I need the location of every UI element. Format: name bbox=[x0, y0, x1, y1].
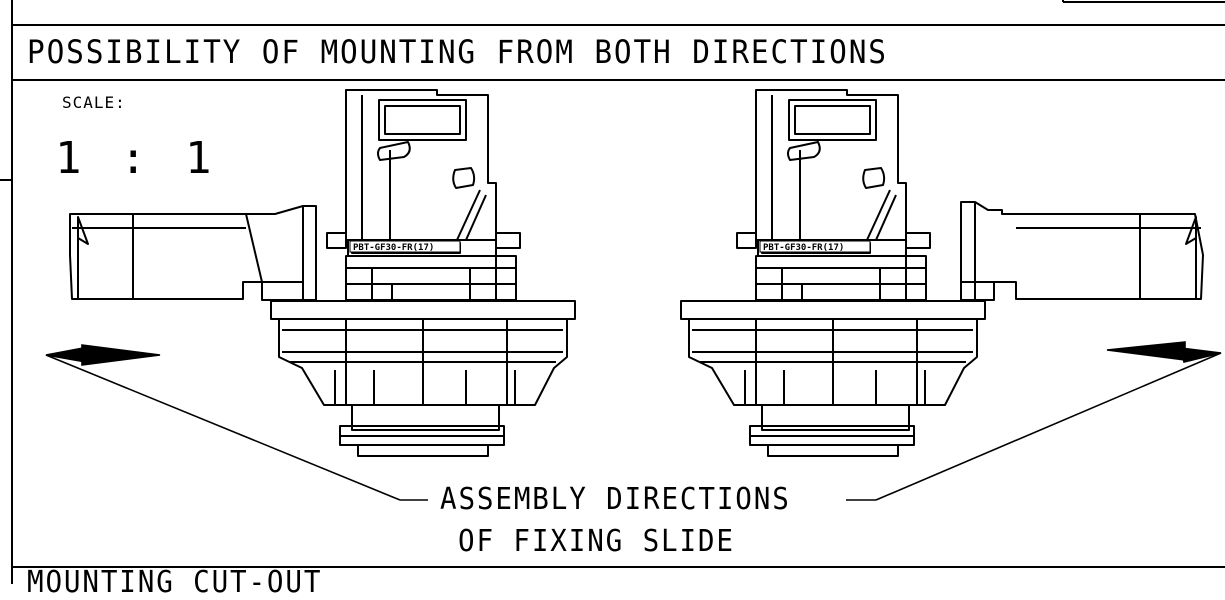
section-title: POSSIBILITY OF MOUNTING FROM BOTH DIRECT… bbox=[27, 33, 888, 71]
connector-right bbox=[680, 89, 1204, 457]
connector-left bbox=[69, 89, 576, 457]
scale-value: 1 : 1 bbox=[55, 133, 218, 184]
material-label-left: PBT-GF30-FR(17) bbox=[353, 243, 434, 253]
material-labels: PBT-GF30-FR(17) PBT-GF30-FR(17) bbox=[349, 240, 871, 253]
drawing-sheet: PBT-GF30-FR(17) PBT-GF30-FR(17) bbox=[0, 0, 1225, 584]
assembly-arrows bbox=[45, 341, 1222, 501]
right-arrowhead bbox=[1179, 347, 1222, 363]
annotation-line-1: ASSEMBLY DIRECTIONS bbox=[440, 482, 791, 517]
scale-label: SCALE: bbox=[62, 93, 126, 112]
annotation-line-2: OF FIXING SLIDE bbox=[458, 524, 735, 559]
left-leader-line bbox=[45, 354, 401, 501]
right-leader-line bbox=[875, 352, 1222, 501]
material-label-right: PBT-GF30-FR(17) bbox=[763, 243, 844, 253]
left-arrow-mark bbox=[81, 344, 161, 366]
frame-lines bbox=[0, 0, 1225, 584]
left-arrowhead bbox=[45, 347, 88, 363]
next-section-title: MOUNTING CUT-OUT bbox=[27, 565, 323, 600]
right-arrow-mark bbox=[1106, 341, 1186, 361]
